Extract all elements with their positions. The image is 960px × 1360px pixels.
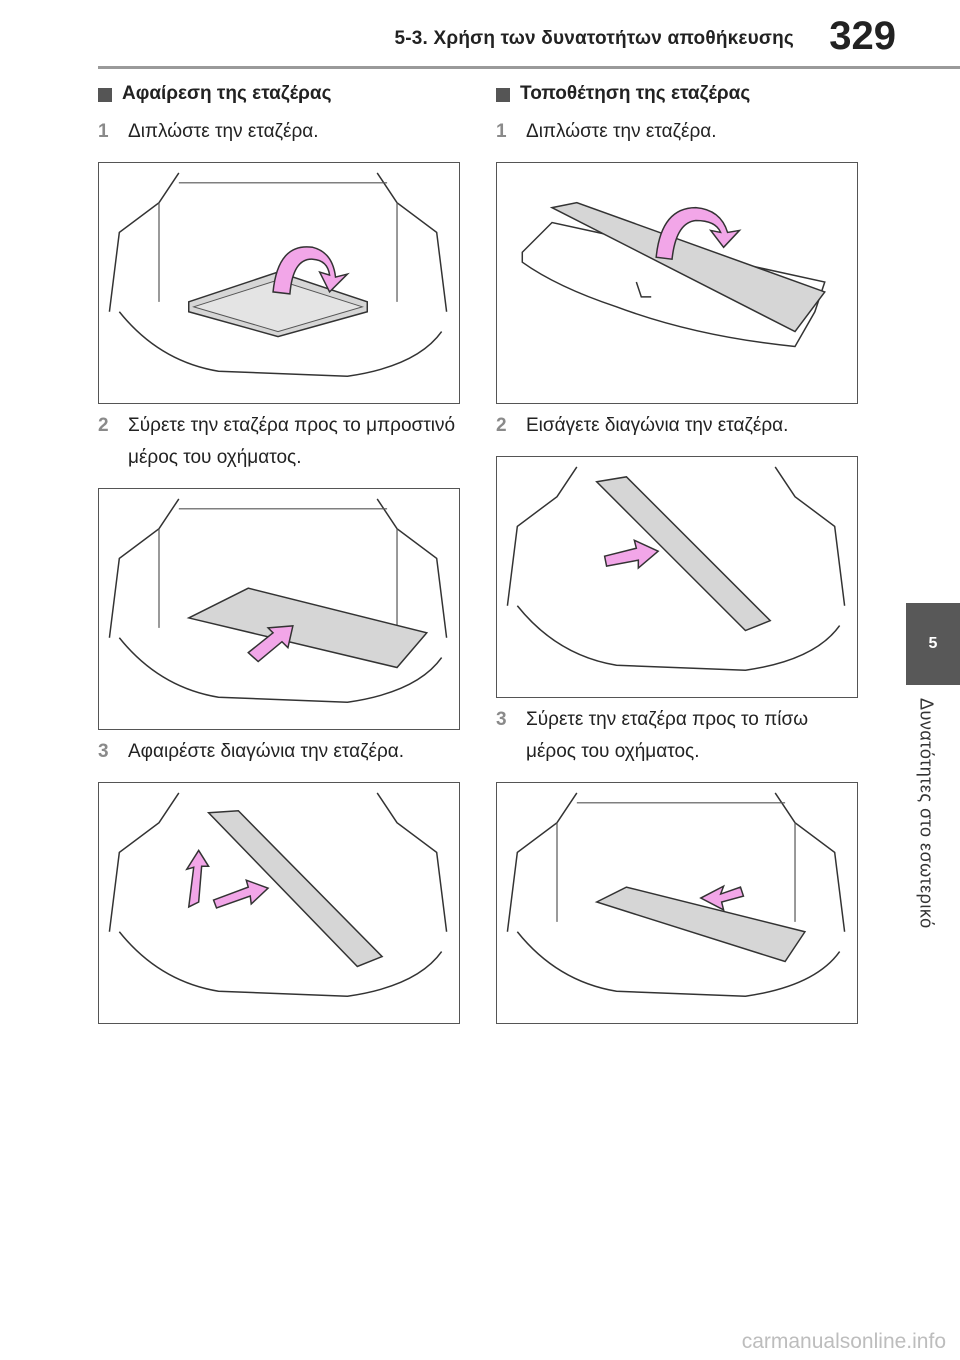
figure-slide-backward (496, 782, 858, 1024)
page-number: 329 (829, 14, 896, 58)
step-number: 2 (496, 415, 507, 436)
installation-heading: Τοποθέτηση της εταζέρας (496, 78, 860, 110)
square-bullet-icon (496, 88, 510, 102)
removal-heading-text: Αφαίρεση της εταζέρας (122, 83, 332, 104)
step-number: 3 (98, 741, 109, 762)
step-number: 3 (496, 709, 507, 730)
step-text: Αφαιρέστε διαγώνια την εταζέρα. (128, 741, 405, 762)
installation-step-2: 2 Εισάγετε διαγώνια την εταζέρα. (496, 410, 860, 442)
removal-section: Αφαίρεση της εταζέρας 1 Διπλώστε την ετα… (98, 78, 462, 1024)
figure-insert-diagonally (496, 456, 858, 698)
chapter-number: 5 (928, 635, 938, 652)
step-text: Εισάγετε διαγώνια την εταζέρα. (526, 415, 789, 436)
square-bullet-icon (98, 88, 112, 102)
step-number: 1 (98, 121, 109, 142)
section-title: 5-3. Χρήση των δυνατοτήτων αποθήκευσης (394, 28, 794, 49)
watermark: carmanualsonline.info (741, 1330, 946, 1353)
step-text: Διπλώστε την εταζέρα. (526, 121, 717, 142)
illustration-trunk-slide-forward (108, 498, 448, 703)
removal-step-3: 3 Αφαιρέστε διαγώνια την εταζέρα. (98, 736, 462, 768)
figure-fold-shelf-install (496, 162, 858, 404)
illustration-shelf-fold (521, 201, 826, 348)
chapter-title: Δυνατότητες στο εσωτερικό (916, 698, 937, 929)
illustration-trunk-insert-diagonal (506, 466, 846, 671)
removal-heading: Αφαίρεση της εταζέρας (98, 78, 462, 110)
step-text: Σύρετε την εταζέρα προς το πίσω μέρος το… (526, 709, 809, 762)
installation-step-1: 1 Διπλώστε την εταζέρα. (496, 116, 860, 148)
installation-heading-text: Τοποθέτηση της εταζέρας (520, 83, 751, 104)
removal-step-2: 2 Σύρετε την εταζέρα προς το μπροστινό μ… (98, 410, 462, 474)
chapter-tab[interactable]: 5 (906, 603, 960, 685)
installation-step-3: 3 Σύρετε την εταζέρα προς το πίσω μέρος … (496, 704, 860, 768)
step-text: Διπλώστε την εταζέρα. (128, 121, 319, 142)
step-text: Σύρετε την εταζέρα προς το μπροστινό μέρ… (128, 415, 456, 468)
illustration-trunk-remove-diagonal (108, 792, 448, 997)
installation-section: Τοποθέτηση της εταζέρας 1 Διπλώστε την ε… (496, 78, 860, 1024)
removal-step-1: 1 Διπλώστε την εταζέρα. (98, 116, 462, 148)
illustration-trunk-fold (108, 172, 448, 377)
header-divider (98, 66, 960, 69)
illustration-trunk-slide-backward (506, 792, 846, 997)
figure-slide-forward (98, 488, 460, 730)
step-number: 1 (496, 121, 507, 142)
figure-fold-shelf (98, 162, 460, 404)
figure-remove-diagonally (98, 782, 460, 1024)
step-number: 2 (98, 415, 109, 436)
